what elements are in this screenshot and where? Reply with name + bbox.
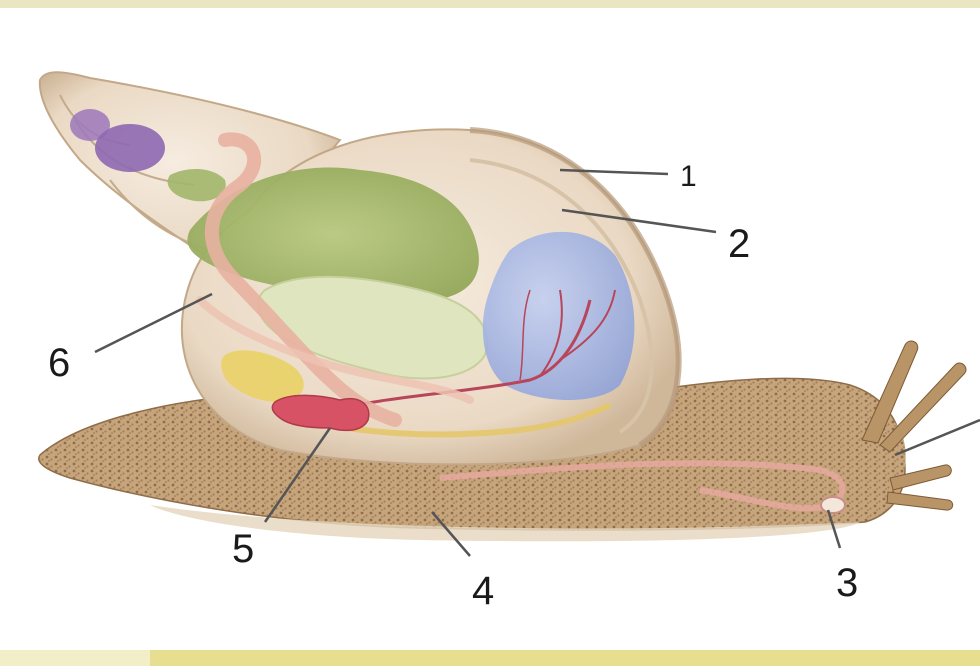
label-2: 2: [728, 222, 750, 266]
label-5: 5: [232, 527, 254, 571]
hermaphrodite-gland: [95, 124, 165, 172]
mouth-opening: [821, 497, 845, 513]
label-4: 4: [472, 569, 494, 613]
lower-tentacle-2: [887, 492, 953, 510]
label-6: 6: [48, 341, 70, 385]
lung: [483, 232, 635, 400]
label-1: 1: [680, 160, 697, 193]
label-3: 3: [836, 561, 858, 605]
